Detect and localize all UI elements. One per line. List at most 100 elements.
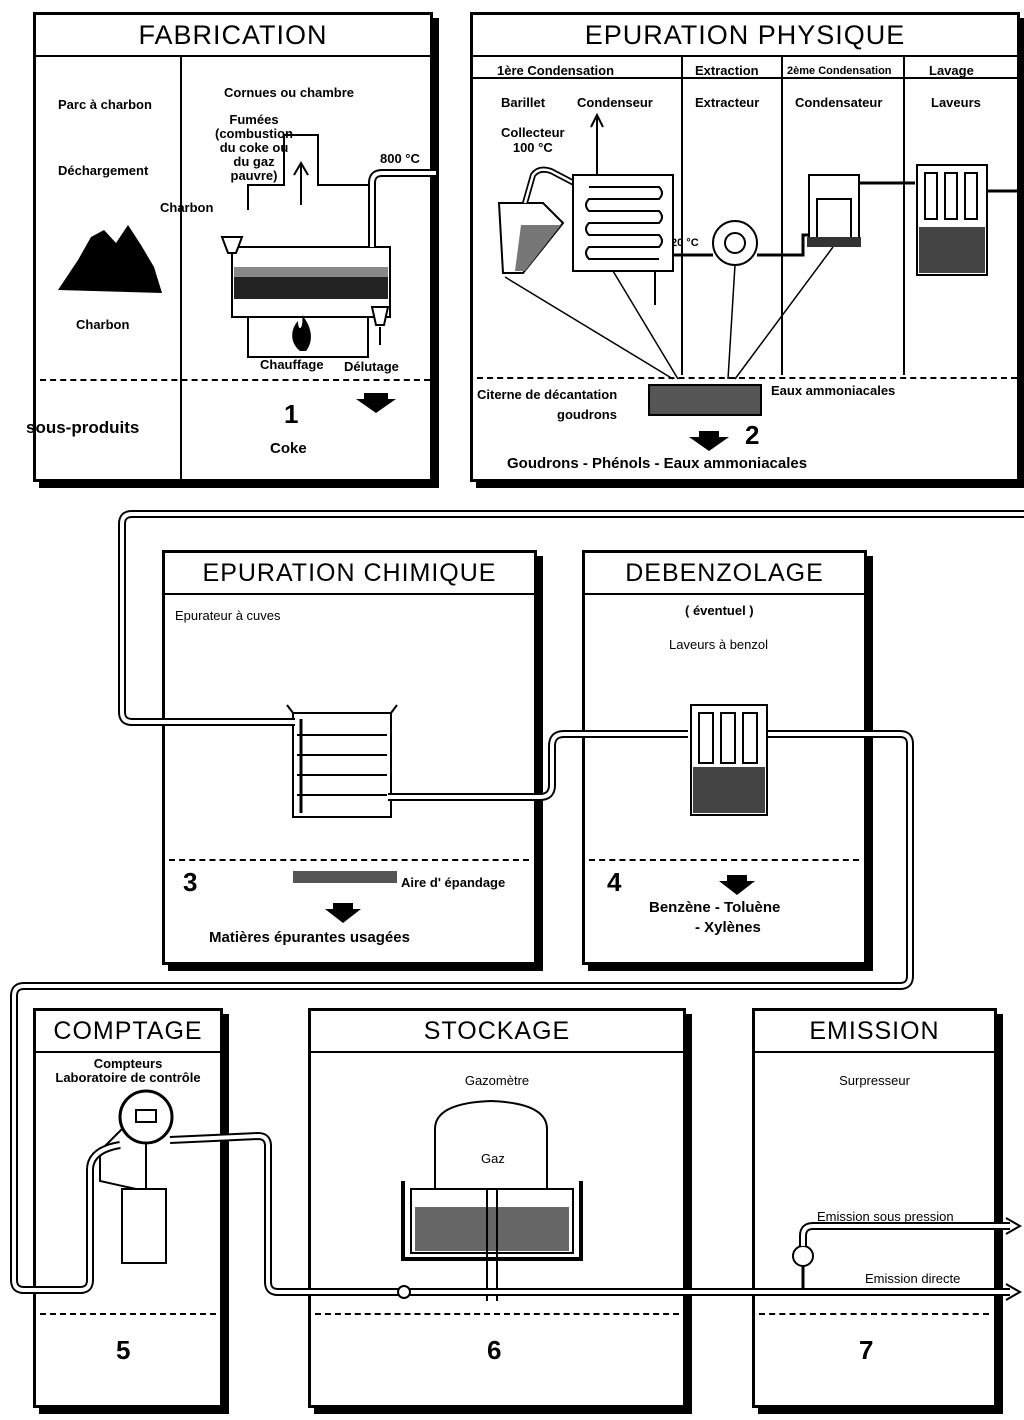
- sous-produits-label: sous-produits: [26, 418, 140, 437]
- stockage-dashline: [315, 1313, 679, 1315]
- smoke-arrow: [293, 161, 309, 205]
- temp-800-label: 800 °C: [380, 151, 420, 166]
- condenser-up-arrow: [590, 112, 604, 175]
- coke-label: Coke: [270, 440, 307, 457]
- laveurs-label: Laveurs: [931, 95, 981, 110]
- stockage-panel: STOCKAGE Gazomètre Gaz 6: [308, 1008, 686, 1408]
- oven-coke-top: [234, 267, 388, 277]
- collecteur-label: Collecteur 100 °C: [501, 125, 565, 155]
- fabrication-divider: [180, 57, 182, 479]
- physique-products: Goudrons - Phénols - Eaux ammoniacales: [507, 455, 808, 472]
- compteur-display: [135, 1109, 157, 1123]
- gas-pipe-inner: [370, 171, 436, 247]
- eaux-label: Eaux ammoniacales: [771, 383, 896, 398]
- lines-to-citerne: [504, 246, 834, 380]
- physique-byproduct-arrow: [689, 431, 729, 451]
- step-number-2: 2: [745, 420, 760, 450]
- delutage-label: Délutage: [344, 359, 399, 374]
- byproduct-arrow: [356, 393, 396, 413]
- laveur-tube-2: [944, 172, 958, 220]
- fabrication-title: FABRICATION: [36, 15, 430, 57]
- parc-label: Parc à charbon: [58, 97, 152, 112]
- condensateur-base: [807, 237, 861, 247]
- charbon-input-label: Charbon: [160, 200, 214, 215]
- chimique-byproduct-arrow: [325, 903, 361, 923]
- benzol-tube-2: [720, 712, 736, 764]
- laboratoire-box: [121, 1188, 167, 1264]
- comptage-dashline: [40, 1313, 216, 1315]
- coal-hopper: [220, 236, 244, 254]
- epuration-chimique-drawing: [286, 704, 398, 923]
- cornues-label: Cornues ou chambre: [224, 85, 355, 100]
- comptage-panel: COMPTAGE Compteurs Laboratoire de contrô…: [33, 1008, 223, 1408]
- laveur-tube-3: [964, 172, 978, 220]
- citerne-label: Citerne de décantation: [477, 387, 618, 402]
- laveur-tube-1: [924, 172, 938, 220]
- debenzolage-drawing: [690, 704, 768, 895]
- fabrication-panel: FABRICATION Parc à charbon Déchargement …: [26, 12, 436, 482]
- emission-panel: EMISSION Surpresseur Emission sous press…: [752, 1008, 997, 1408]
- laveurs-liquid: [919, 227, 985, 273]
- barillet-fill: [515, 225, 561, 271]
- debenzolage-panel: DEBENZOLAGE ( éventuel ) Laveurs à benzo…: [582, 550, 867, 965]
- arrow-emission-directe: [1005, 1283, 1023, 1301]
- emission-pression-label: Emission sous pression: [817, 1209, 954, 1224]
- oven-coke-layer: [234, 277, 388, 299]
- charbon-pile-label: Charbon: [76, 317, 130, 332]
- flame-icon: [292, 315, 311, 351]
- temp-20-label: 20 °C: [671, 237, 699, 249]
- arrow-emission-pression: [1005, 1217, 1023, 1235]
- col-condensation-1: 1ère Condensation: [497, 63, 615, 78]
- delutage-funnel: [370, 306, 390, 326]
- chauffage-label: Chauffage: [260, 357, 324, 372]
- ep-divider-1: [681, 57, 683, 375]
- fabrication-drawing: [58, 134, 436, 413]
- fumees-label: Fumées (combustion du coke ou du gaz pau…: [215, 112, 293, 183]
- surpresseur-label: Surpresseur: [839, 1073, 910, 1088]
- condensateur-label: Condensateur: [795, 95, 883, 110]
- benzol-tube-1: [698, 712, 714, 764]
- gas-pipe-out: [368, 169, 436, 247]
- benzol-tube-3: [742, 712, 758, 764]
- cuves-valves: [286, 704, 398, 714]
- barillet-label: Barillet: [501, 95, 546, 110]
- cuves-tank: [292, 712, 392, 818]
- benzol-byproduct-arrow: [719, 875, 755, 895]
- col-condensation-2: 2ème Condensation: [787, 65, 892, 77]
- col-extraction: Extraction: [695, 63, 759, 78]
- step-number-7: 7: [859, 1335, 874, 1365]
- aire-hatch: [293, 871, 397, 883]
- stockage-drawing: [401, 1099, 583, 1301]
- extracteur-label: Extracteur: [695, 95, 760, 110]
- epuration-header-row: [473, 57, 1017, 79]
- step-number-5: 5: [116, 1335, 131, 1365]
- epuration-physique-drawing: [497, 112, 1023, 451]
- col-lavage: Lavage: [929, 63, 974, 78]
- ep-divider-2: [781, 57, 783, 375]
- extractor-hub: [724, 232, 746, 254]
- condensateur-inner: [816, 198, 852, 240]
- coal-pile-shape: [58, 225, 162, 293]
- ep-divider-3: [903, 57, 905, 375]
- dechargement-label: Déchargement: [58, 163, 149, 178]
- gazometre-water: [415, 1207, 569, 1251]
- condenseur-label: Condenseur: [577, 95, 653, 110]
- goudrons-label: goudrons: [557, 407, 617, 422]
- step-number-6: 6: [487, 1335, 502, 1365]
- emission-title: EMISSION: [755, 1011, 994, 1053]
- epuration-physique-panel: EPURATION PHYSIQUE 1ère Condensation Ext…: [470, 12, 1023, 482]
- comptage-drawing: [99, 1089, 174, 1264]
- benzol-liquid: [693, 767, 765, 813]
- fabrication-dashline: [40, 379, 430, 381]
- citerne-tank: [648, 384, 762, 416]
- gazometre-bell: [434, 1099, 548, 1189]
- epuration-chimique-panel: EPURATION CHIMIQUE Epurateur à cuves 3 A…: [162, 550, 537, 965]
- condenser-coil: [585, 186, 663, 260]
- ep-dashline: [477, 377, 1017, 379]
- emission-directe-label: Emission directe: [865, 1271, 961, 1286]
- step-number-1: 1: [284, 399, 299, 429]
- pipe-to-condenser-inner: [523, 168, 594, 204]
- oven-chimney: [247, 134, 373, 247]
- emission-dashline: [759, 1313, 989, 1315]
- epuration-physique-title: EPURATION PHYSIQUE: [473, 15, 1017, 57]
